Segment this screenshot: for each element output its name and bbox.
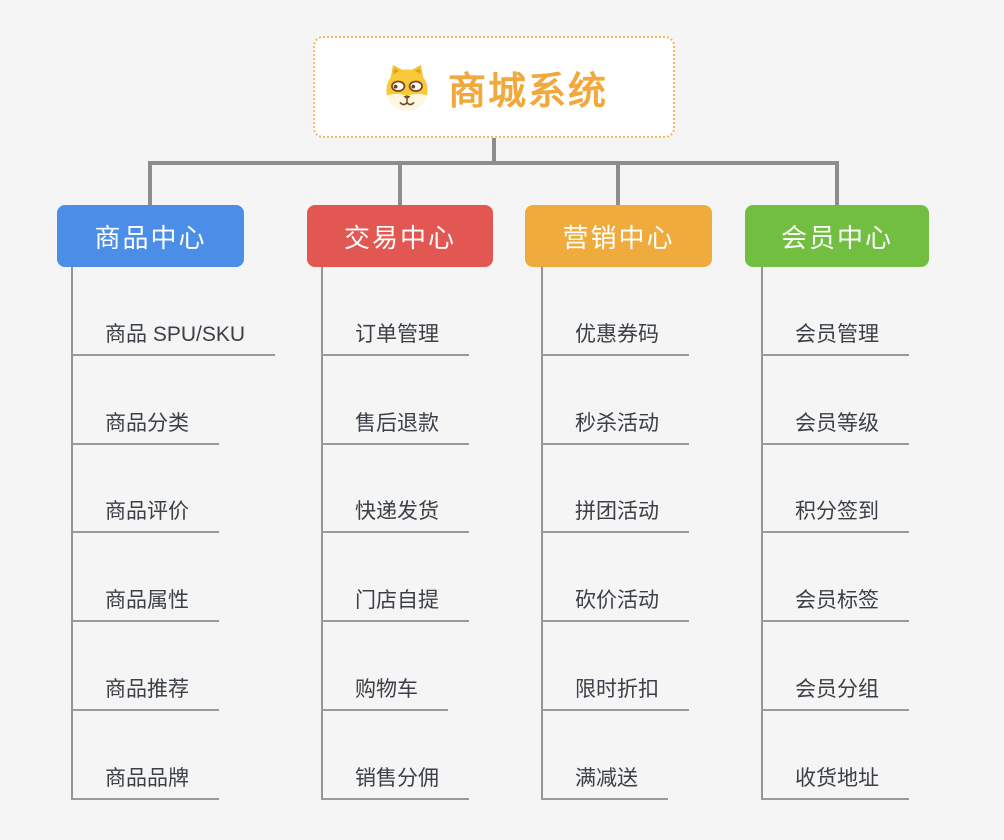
leaf-item[interactable]: 商品 SPU/SKU [71,322,276,356]
leaf-item[interactable]: 商品分类 [71,411,219,445]
leaf-item[interactable]: 商品品牌 [71,766,219,800]
leaf-item[interactable]: 优惠券码 [541,322,689,356]
root-title: 商城系统 [447,70,608,113]
leaf-item[interactable]: 销售分佣 [321,766,469,800]
leaf-item[interactable]: 限时折扣 [541,677,689,711]
leaf-item[interactable]: 会员分组 [761,677,909,711]
connector-drop-product [148,165,152,206]
leaf-item[interactable]: 会员标签 [761,588,909,622]
branch-node-member-center[interactable]: 会员中心 [745,205,929,267]
leaf-item[interactable]: 满减送 [541,766,668,800]
leaf-item[interactable]: 会员等级 [761,411,909,445]
leaf-item[interactable]: 商品属性 [71,588,219,622]
branch-node-marketing-center[interactable]: 营销中心 [525,205,712,267]
leaf-item[interactable]: 售后退款 [321,411,469,445]
branch-node-product-center[interactable]: 商品中心 [57,205,244,267]
leaf-item[interactable]: 快递发货 [321,499,469,533]
leaf-item[interactable]: 商品评价 [71,499,219,533]
branch-node-trade-center[interactable]: 交易中心 [307,205,493,267]
root-node[interactable]: 商城系统 [313,36,675,138]
connector-drop-marketing [616,165,620,206]
leaf-item[interactable]: 门店自提 [321,588,469,622]
leaf-item[interactable]: 拼团活动 [541,499,689,533]
leaf-item[interactable]: 收货地址 [761,766,909,800]
connector-horizontal-bar [148,161,839,165]
leaf-item[interactable]: 秒杀活动 [541,411,689,445]
connector-drop-member [835,165,839,206]
leaf-item[interactable]: 会员管理 [761,322,909,356]
leaf-item[interactable]: 订单管理 [321,322,469,356]
dog-face-icon [380,62,434,112]
leaf-item[interactable]: 购物车 [321,677,448,711]
leaf-item[interactable]: 砍价活动 [541,588,689,622]
leaf-item[interactable]: 商品推荐 [71,677,219,711]
leaf-item[interactable]: 积分签到 [761,499,909,533]
connector-drop-trade [398,165,402,206]
connector-root-stem [492,138,496,162]
